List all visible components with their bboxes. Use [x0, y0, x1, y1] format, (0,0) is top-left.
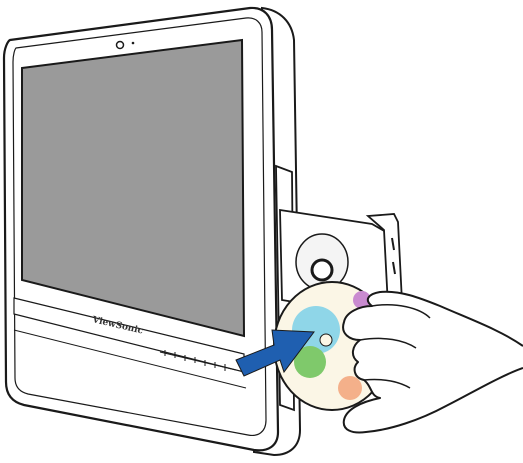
spindle-icon	[312, 260, 332, 280]
webcam-indicator-icon	[132, 42, 135, 45]
disc-hole	[320, 334, 332, 346]
hand	[343, 292, 523, 433]
hand-outline	[343, 292, 523, 433]
disc-orange-spot	[338, 376, 362, 400]
all-in-one-monitor: ViewSonic	[4, 8, 300, 455]
webcam-icon	[117, 42, 124, 49]
